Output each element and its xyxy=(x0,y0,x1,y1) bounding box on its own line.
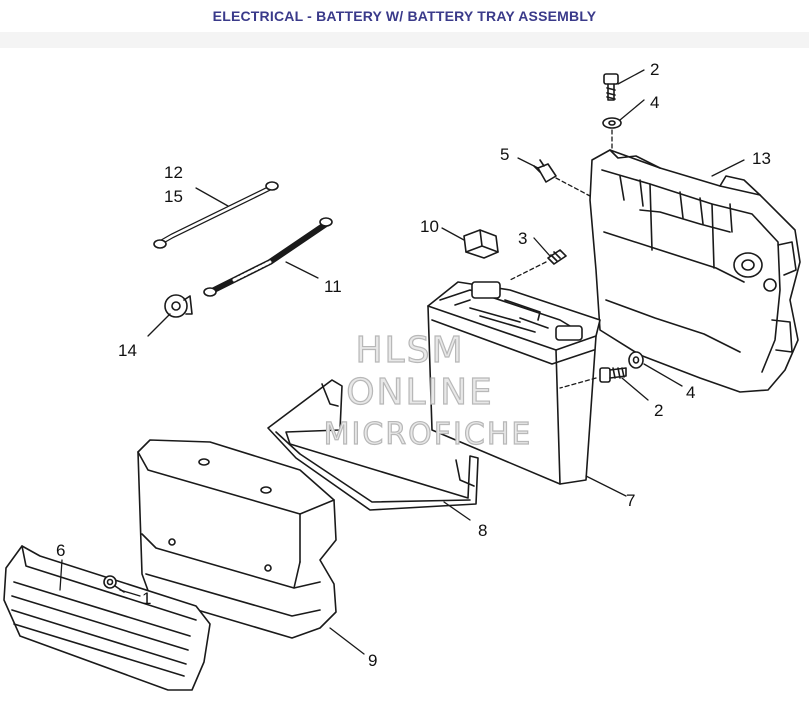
washer-part-4-top[interactable] xyxy=(602,117,622,129)
callout-9[interactable]: 9 xyxy=(368,651,377,670)
cable-part-12-15[interactable] xyxy=(153,181,279,249)
battery-part[interactable] xyxy=(427,281,601,485)
callout-14[interactable]: 14 xyxy=(118,341,137,360)
callout-4-lower[interactable]: 4 xyxy=(686,383,695,402)
callout-13[interactable]: 13 xyxy=(752,149,771,168)
callout-2-top[interactable]: 2 xyxy=(650,60,659,79)
battery-strap-part[interactable] xyxy=(267,379,479,511)
watermark-line-1: HLSM xyxy=(355,330,464,371)
callout-3[interactable]: 3 xyxy=(518,229,527,248)
callout-5[interactable]: 5 xyxy=(500,145,509,164)
callout-15[interactable]: 15 xyxy=(164,187,183,206)
callout-7[interactable]: 7 xyxy=(626,491,635,510)
trim-part[interactable] xyxy=(3,545,211,691)
terminal-cap-part-10[interactable] xyxy=(463,229,499,259)
cable-part-11[interactable] xyxy=(203,217,333,297)
callout-11[interactable]: 11 xyxy=(324,277,342,296)
header-band xyxy=(0,32,809,48)
callout-10[interactable]: 10 xyxy=(420,217,439,236)
screw-part-3[interactable] xyxy=(547,249,567,265)
bolt-part-2-top[interactable] xyxy=(603,73,619,101)
washer-part-4-lower[interactable] xyxy=(628,351,644,369)
callout-4-top[interactable]: 4 xyxy=(650,93,659,112)
battery-tray-part[interactable] xyxy=(589,149,801,393)
callout-2-lower[interactable]: 2 xyxy=(654,401,663,420)
stud-part-5[interactable] xyxy=(533,159,557,183)
callout-8[interactable]: 8 xyxy=(478,521,487,540)
leader-lines xyxy=(59,69,745,655)
callout-1[interactable]: 1 xyxy=(142,589,151,608)
bolt-part-2-lower[interactable] xyxy=(599,367,627,383)
callout-6[interactable]: 6 xyxy=(56,541,65,560)
watermark-line-2: ONLINE xyxy=(346,372,494,413)
ring-terminal-part-14[interactable] xyxy=(164,294,193,318)
watermark-line-3: MICROFICHE xyxy=(324,417,533,452)
page-title: ELECTRICAL - BATTERY W/ BATTERY TRAY ASS… xyxy=(212,8,597,24)
callout-12[interactable]: 12 xyxy=(164,163,183,182)
